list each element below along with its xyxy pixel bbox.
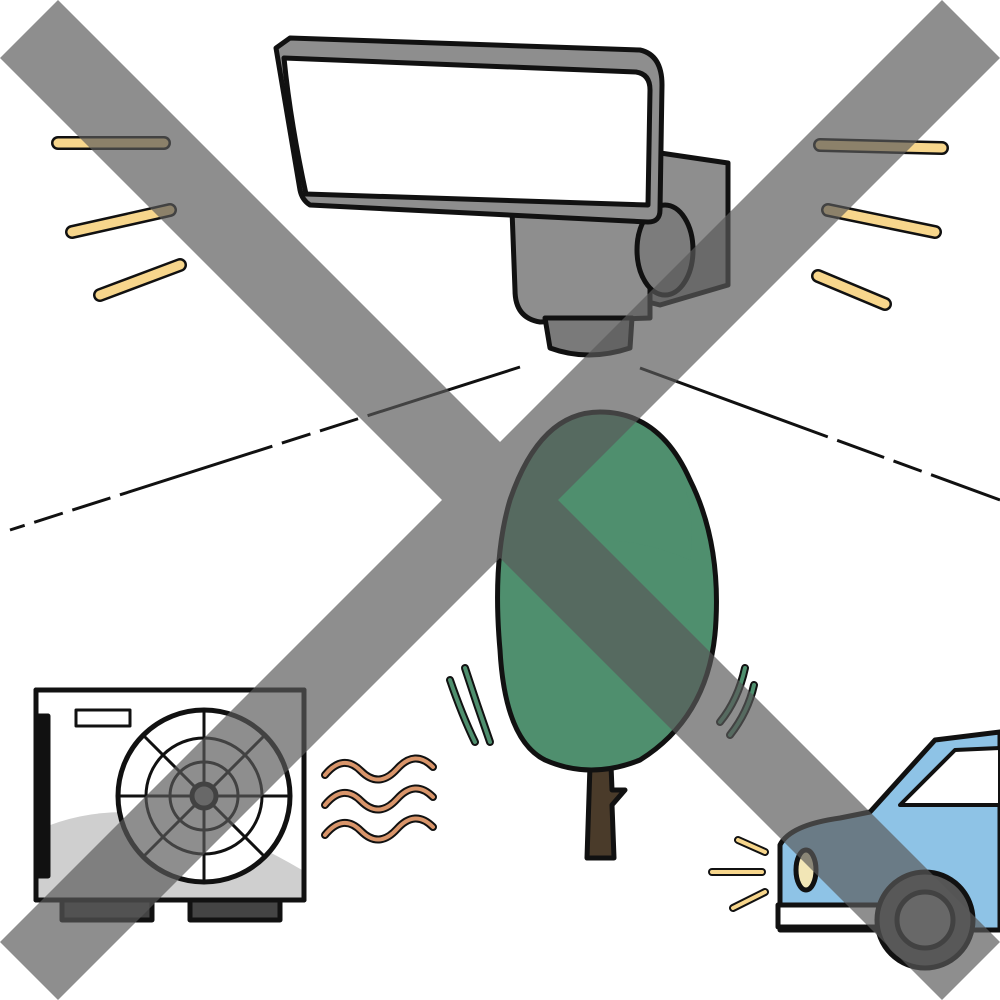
headlight-rays-icon — [708, 836, 769, 912]
warm-air-icon — [321, 754, 437, 844]
